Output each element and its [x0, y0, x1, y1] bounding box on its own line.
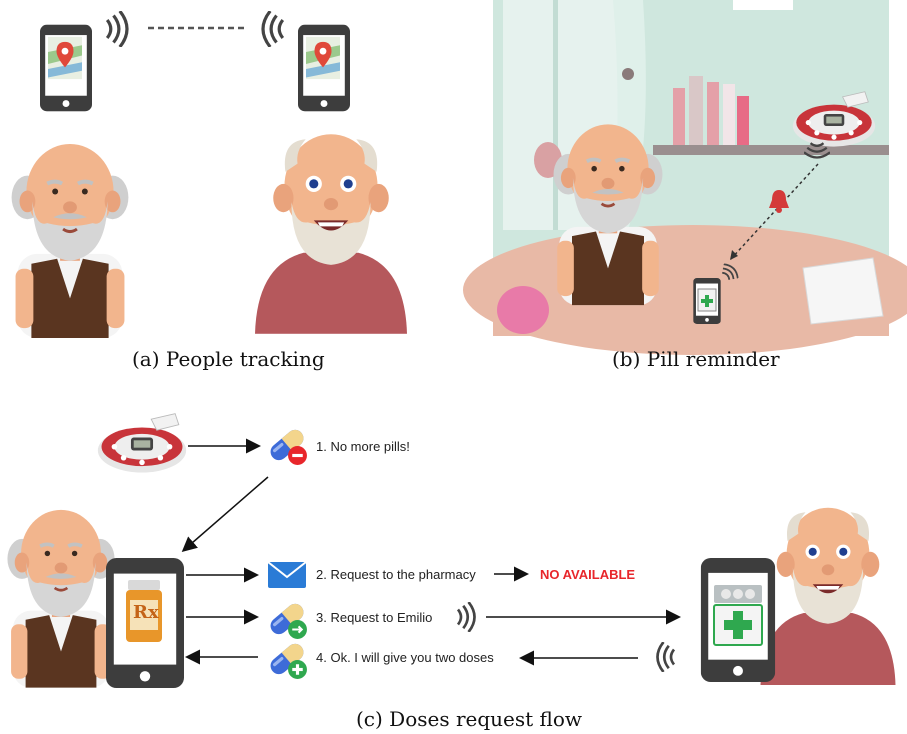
step-no-more-pills: 1. No more pills! — [316, 439, 410, 454]
caption-b: (b) Pill reminder — [612, 347, 780, 371]
signal-icon — [650, 640, 680, 674]
pill-arrow-icon — [266, 598, 307, 639]
elderly-man-vest — [2, 505, 120, 689]
caption-a: (a) People tracking — [132, 347, 325, 371]
caption-c: (c) Doses request flow — [356, 707, 583, 731]
step-request-emilio: 3. Request to Emilio — [316, 610, 433, 625]
rx-label: Rx — [133, 602, 159, 623]
rx-bottle-icon — [126, 580, 162, 642]
step-give-two-doses: 4. Ok. I will give you two doses — [316, 650, 494, 665]
status-no-available: NO AVAILABLE — [540, 567, 636, 582]
signal-icon — [452, 600, 482, 634]
mail-icon — [267, 561, 307, 588]
step-request-pharmacy: 2. Request to the pharmacy — [316, 567, 476, 582]
medicine-box-icon — [713, 585, 763, 646]
reminder-dotted-line — [729, 163, 819, 261]
pill-minus-icon — [266, 424, 307, 465]
medicine-box-icon — [697, 288, 717, 312]
pill-plus-icon — [266, 638, 307, 679]
connection-dotted-line — [148, 26, 244, 30]
bell-icon — [769, 190, 789, 213]
